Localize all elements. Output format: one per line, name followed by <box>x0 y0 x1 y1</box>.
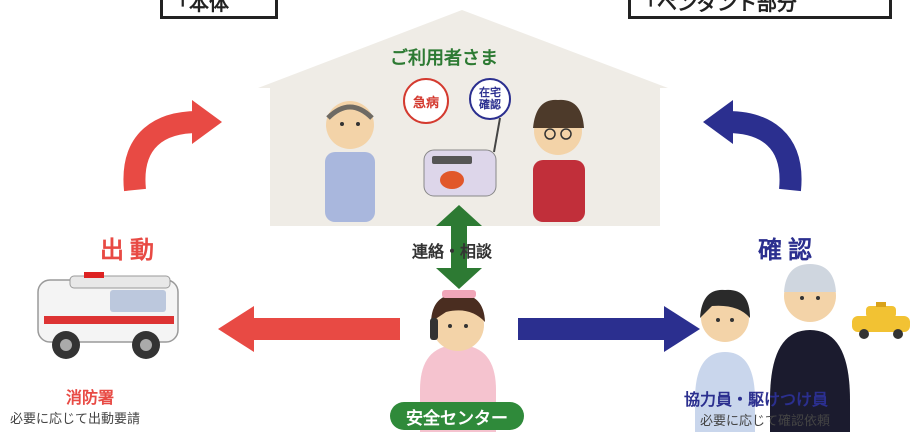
main-unit-label: 「本体 <box>169 0 229 15</box>
helper-woman-illustration <box>695 289 755 432</box>
fire-station-note: 必要に応じて出動要請 <box>10 412 141 427</box>
ambulance-illustration <box>37 272 179 359</box>
elderly-man-illustration <box>325 101 375 222</box>
main-unit-box: 「本体 <box>160 0 278 19</box>
home-check-stamp-text: 在宅確認 <box>479 86 501 111</box>
fire-station-label: 消防署 <box>66 388 115 407</box>
pendant-box: 「ペンダント部分 <box>628 0 892 19</box>
helpers-note: 必要に応じて確認依頼 <box>700 414 831 429</box>
dispatch-request-arrow <box>218 306 400 352</box>
contact-consult-label: 連絡・相談 <box>412 242 493 261</box>
pendant-label: 「ペンダント部分 <box>637 0 797 15</box>
elderly-woman-illustration <box>533 99 585 222</box>
safety-center-label: 安全センター <box>406 408 508 429</box>
emergency-stamp: 急病 <box>403 78 449 124</box>
confirm-request-arrow <box>518 306 700 352</box>
confirm-curved-arrow <box>703 100 802 192</box>
dispatch-curved-arrow <box>123 100 222 192</box>
house-title: ご利用者さま <box>390 48 498 69</box>
taxi-illustration <box>852 302 910 339</box>
alarm-device-illustration <box>423 117 501 197</box>
helpers-label: 協力員・駆けつけ員 <box>684 390 829 409</box>
home-check-stamp: 在宅確認 <box>469 78 511 120</box>
confirm-label: 確認 <box>758 236 818 264</box>
safety-center-badge: 安全センター <box>390 402 524 430</box>
emergency-stamp-text: 急病 <box>412 95 439 111</box>
helper-man-illustration <box>770 264 850 432</box>
dispatch-label: 出動 <box>100 236 160 264</box>
contact-double-arrow <box>436 205 482 289</box>
